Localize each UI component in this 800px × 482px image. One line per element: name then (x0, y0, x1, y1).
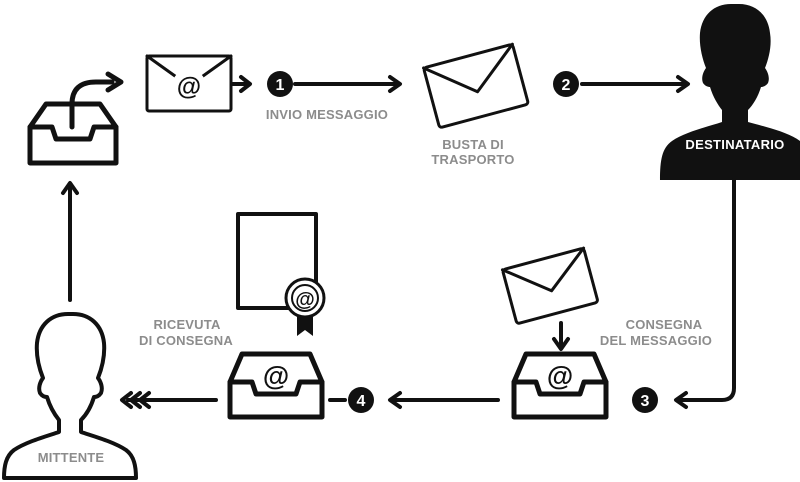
sender-inbox-tray-icon: @ (227, 351, 325, 420)
ricevuta-label-line2: DI CONSEGNA (139, 333, 233, 348)
outbox-tray-icon (27, 71, 124, 166)
sender-to-outbox-arrowhead (61, 181, 79, 195)
step-4-number: 4 (357, 393, 366, 410)
step-2-badge: 2 (553, 71, 579, 97)
envelope-to-inbox-arrowhead (552, 337, 570, 351)
recipient-inbox-tray-icon: @ (511, 351, 609, 420)
receipt-certificate-icon: @ (236, 212, 326, 336)
seal-at-symbol: @ (295, 289, 315, 311)
inbox-to-step4-arrowhead (388, 391, 402, 409)
step-1-number: 1 (276, 77, 285, 94)
step2-to-recipient-arrowhead (676, 75, 690, 93)
ricevuta-label-line1: RICEVUTA (153, 317, 220, 332)
sender-inbox-at-symbol: @ (263, 361, 289, 391)
mittente-label: MITTENTE (38, 450, 105, 465)
consegna-label-line1: CONSEGNA (626, 317, 703, 332)
step-3-number: 3 (641, 393, 650, 410)
email-at-icon: @ (145, 54, 233, 113)
busta-label-line2: TRASPORTO (431, 152, 514, 167)
invio-messaggio-label: INVIO MESSAGGIO (266, 107, 388, 122)
step-2-number: 2 (562, 77, 571, 94)
consegna-label-line2: DEL MESSAGGIO (600, 333, 712, 348)
recipient-to-step3-connector (676, 178, 736, 402)
step1-to-envelope-arrowhead (388, 75, 402, 93)
email-to-step1-arrowhead (239, 75, 252, 93)
destinatario-label: DESTINATARIO (685, 137, 784, 152)
email-at-symbol: @ (177, 73, 201, 101)
transport-envelope-icon (422, 42, 530, 129)
step-1-badge: 1 (267, 71, 293, 97)
recipient-to-step3-arrowhead (674, 391, 688, 409)
step-3-badge: 3 (632, 387, 658, 413)
step-4-badge: 4 (348, 387, 374, 413)
triple-chevron-icon (120, 391, 151, 409)
delivery-envelope-icon (500, 246, 599, 325)
recipient-silhouette-icon: DESTINATARIO (660, 4, 800, 180)
inbox-at-symbol: @ (547, 361, 573, 391)
busta-label-line1: BUSTA DI (442, 137, 504, 152)
sender-silhouette-icon: MITTENTE (2, 312, 138, 480)
